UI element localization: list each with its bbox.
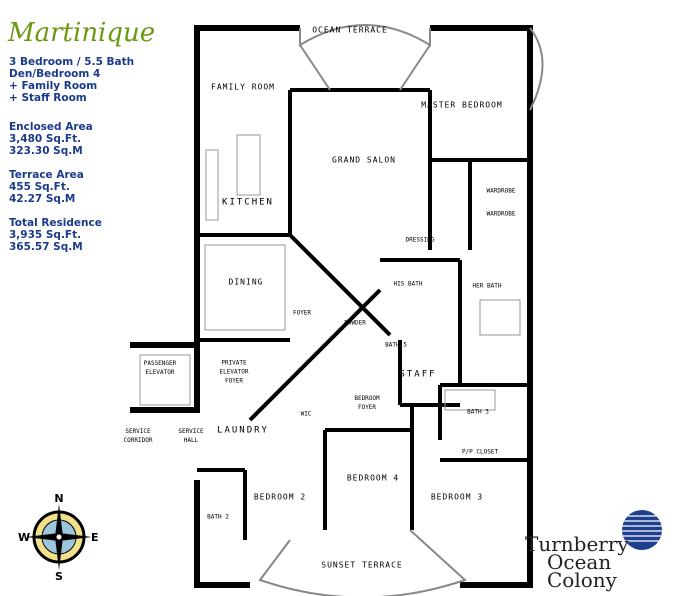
room-bath3: BATH 3	[467, 408, 489, 416]
enclosed-label: Enclosed Area	[9, 121, 93, 133]
room-ocean-terrace: OCEAN TERRACE	[312, 25, 388, 35]
total-sqft: 3,935 Sq.Ft.	[9, 229, 82, 241]
summary-line: + Staff Room	[9, 92, 87, 104]
logo-line1: Turnberry	[525, 532, 629, 556]
summary-line: Den/Bedroom 4	[9, 68, 101, 80]
room-service-hall: SERVICE HALL	[178, 428, 204, 444]
room-service-corridor: SERVICE CORRIDOR	[123, 428, 153, 444]
room-dressing: DRESSING	[405, 236, 435, 244]
room-his-bath: HIS BATH	[393, 280, 423, 288]
room-bedroom2: BEDROOM 2	[253, 492, 307, 502]
terrace-sqft: 455 Sq.Ft.	[9, 181, 70, 193]
terrace-outlines	[258, 24, 544, 596]
room-bath2: BATH 2	[207, 513, 229, 521]
turnberry-logo: Turnberry Ocean Colony	[525, 532, 686, 592]
total-label: Total Residence	[9, 217, 102, 229]
plan-title: Martinique	[8, 18, 156, 48]
room-staff: STAFF	[399, 369, 437, 380]
room-grand-salon: GRAND SALON	[332, 155, 396, 165]
room-powder: POWDER	[344, 319, 366, 327]
room-sunset-terrace: SUNSET TERRACE	[321, 560, 403, 570]
room-laundry: LAUNDRY	[217, 425, 269, 436]
room-kitchen: KITCHEN	[222, 197, 274, 208]
compass-w: W	[18, 531, 30, 544]
compass-n: N	[54, 492, 63, 505]
interior-walls	[197, 88, 530, 540]
compass-icon: N S W E	[18, 492, 99, 583]
room-passenger-elevator: PASSENGER ELEVATOR	[143, 360, 177, 376]
room-foyer: FOYER	[292, 309, 312, 317]
turnberry-logo-mark-icon	[622, 510, 662, 550]
room-bedroom-foyer: BEDROOM FOYER	[354, 395, 380, 411]
compass-s: S	[55, 570, 63, 582]
room-bath5: BATH 5	[385, 341, 407, 349]
room-dining: DINING	[228, 277, 264, 287]
enclosed-sqft: 3,480 Sq.Ft.	[9, 133, 82, 145]
room-bedroom4: BEDROOM 4	[346, 473, 400, 483]
room-family-room: FAMILY ROOM	[211, 82, 275, 92]
room-pp-closet: P/P CLOSET	[461, 448, 499, 456]
enclosed-area: Enclosed Area 3,480 Sq.Ft. 323.30 Sq.M	[9, 121, 93, 157]
room-wardrobe: WARDROBE	[486, 210, 516, 218]
unit-summary: 3 Bedroom / 5.5 Bath Den/Bedroom 4 + Fam…	[9, 56, 134, 104]
summary-line: + Family Room	[9, 80, 98, 92]
terrace-sqm: 42.27 Sq.M	[9, 193, 76, 205]
exterior-walls	[130, 25, 533, 588]
total-residence: Total Residence 3,935 Sq.Ft. 365.57 Sq.M	[9, 217, 102, 253]
logo-line2: Ocean Colony	[547, 550, 617, 592]
room-bedroom3: BEDROOM 3	[430, 492, 484, 502]
room-her-bath: HER BATH	[472, 282, 502, 290]
summary-line: 3 Bedroom / 5.5 Bath	[9, 56, 135, 68]
room-wic: WIC	[300, 410, 312, 418]
terrace-area: Terrace Area 455 Sq.Ft. 42.27 Sq.M	[9, 169, 84, 205]
compass-rose: N S W E	[14, 492, 104, 586]
total-sqm: 365.57 Sq.M	[9, 241, 83, 253]
room-private-elevator-foyer: PRIVATE ELEVATOR FOYER	[219, 359, 249, 385]
enclosed-sqm: 323.30 Sq.M	[9, 145, 83, 157]
fixtures	[139, 134, 521, 411]
room-master-bedroom: MASTER BEDROOM	[421, 100, 503, 110]
room-wardrobe: WARDROBE	[486, 187, 516, 195]
compass-e: E	[91, 531, 99, 544]
terrace-label: Terrace Area	[9, 169, 84, 181]
